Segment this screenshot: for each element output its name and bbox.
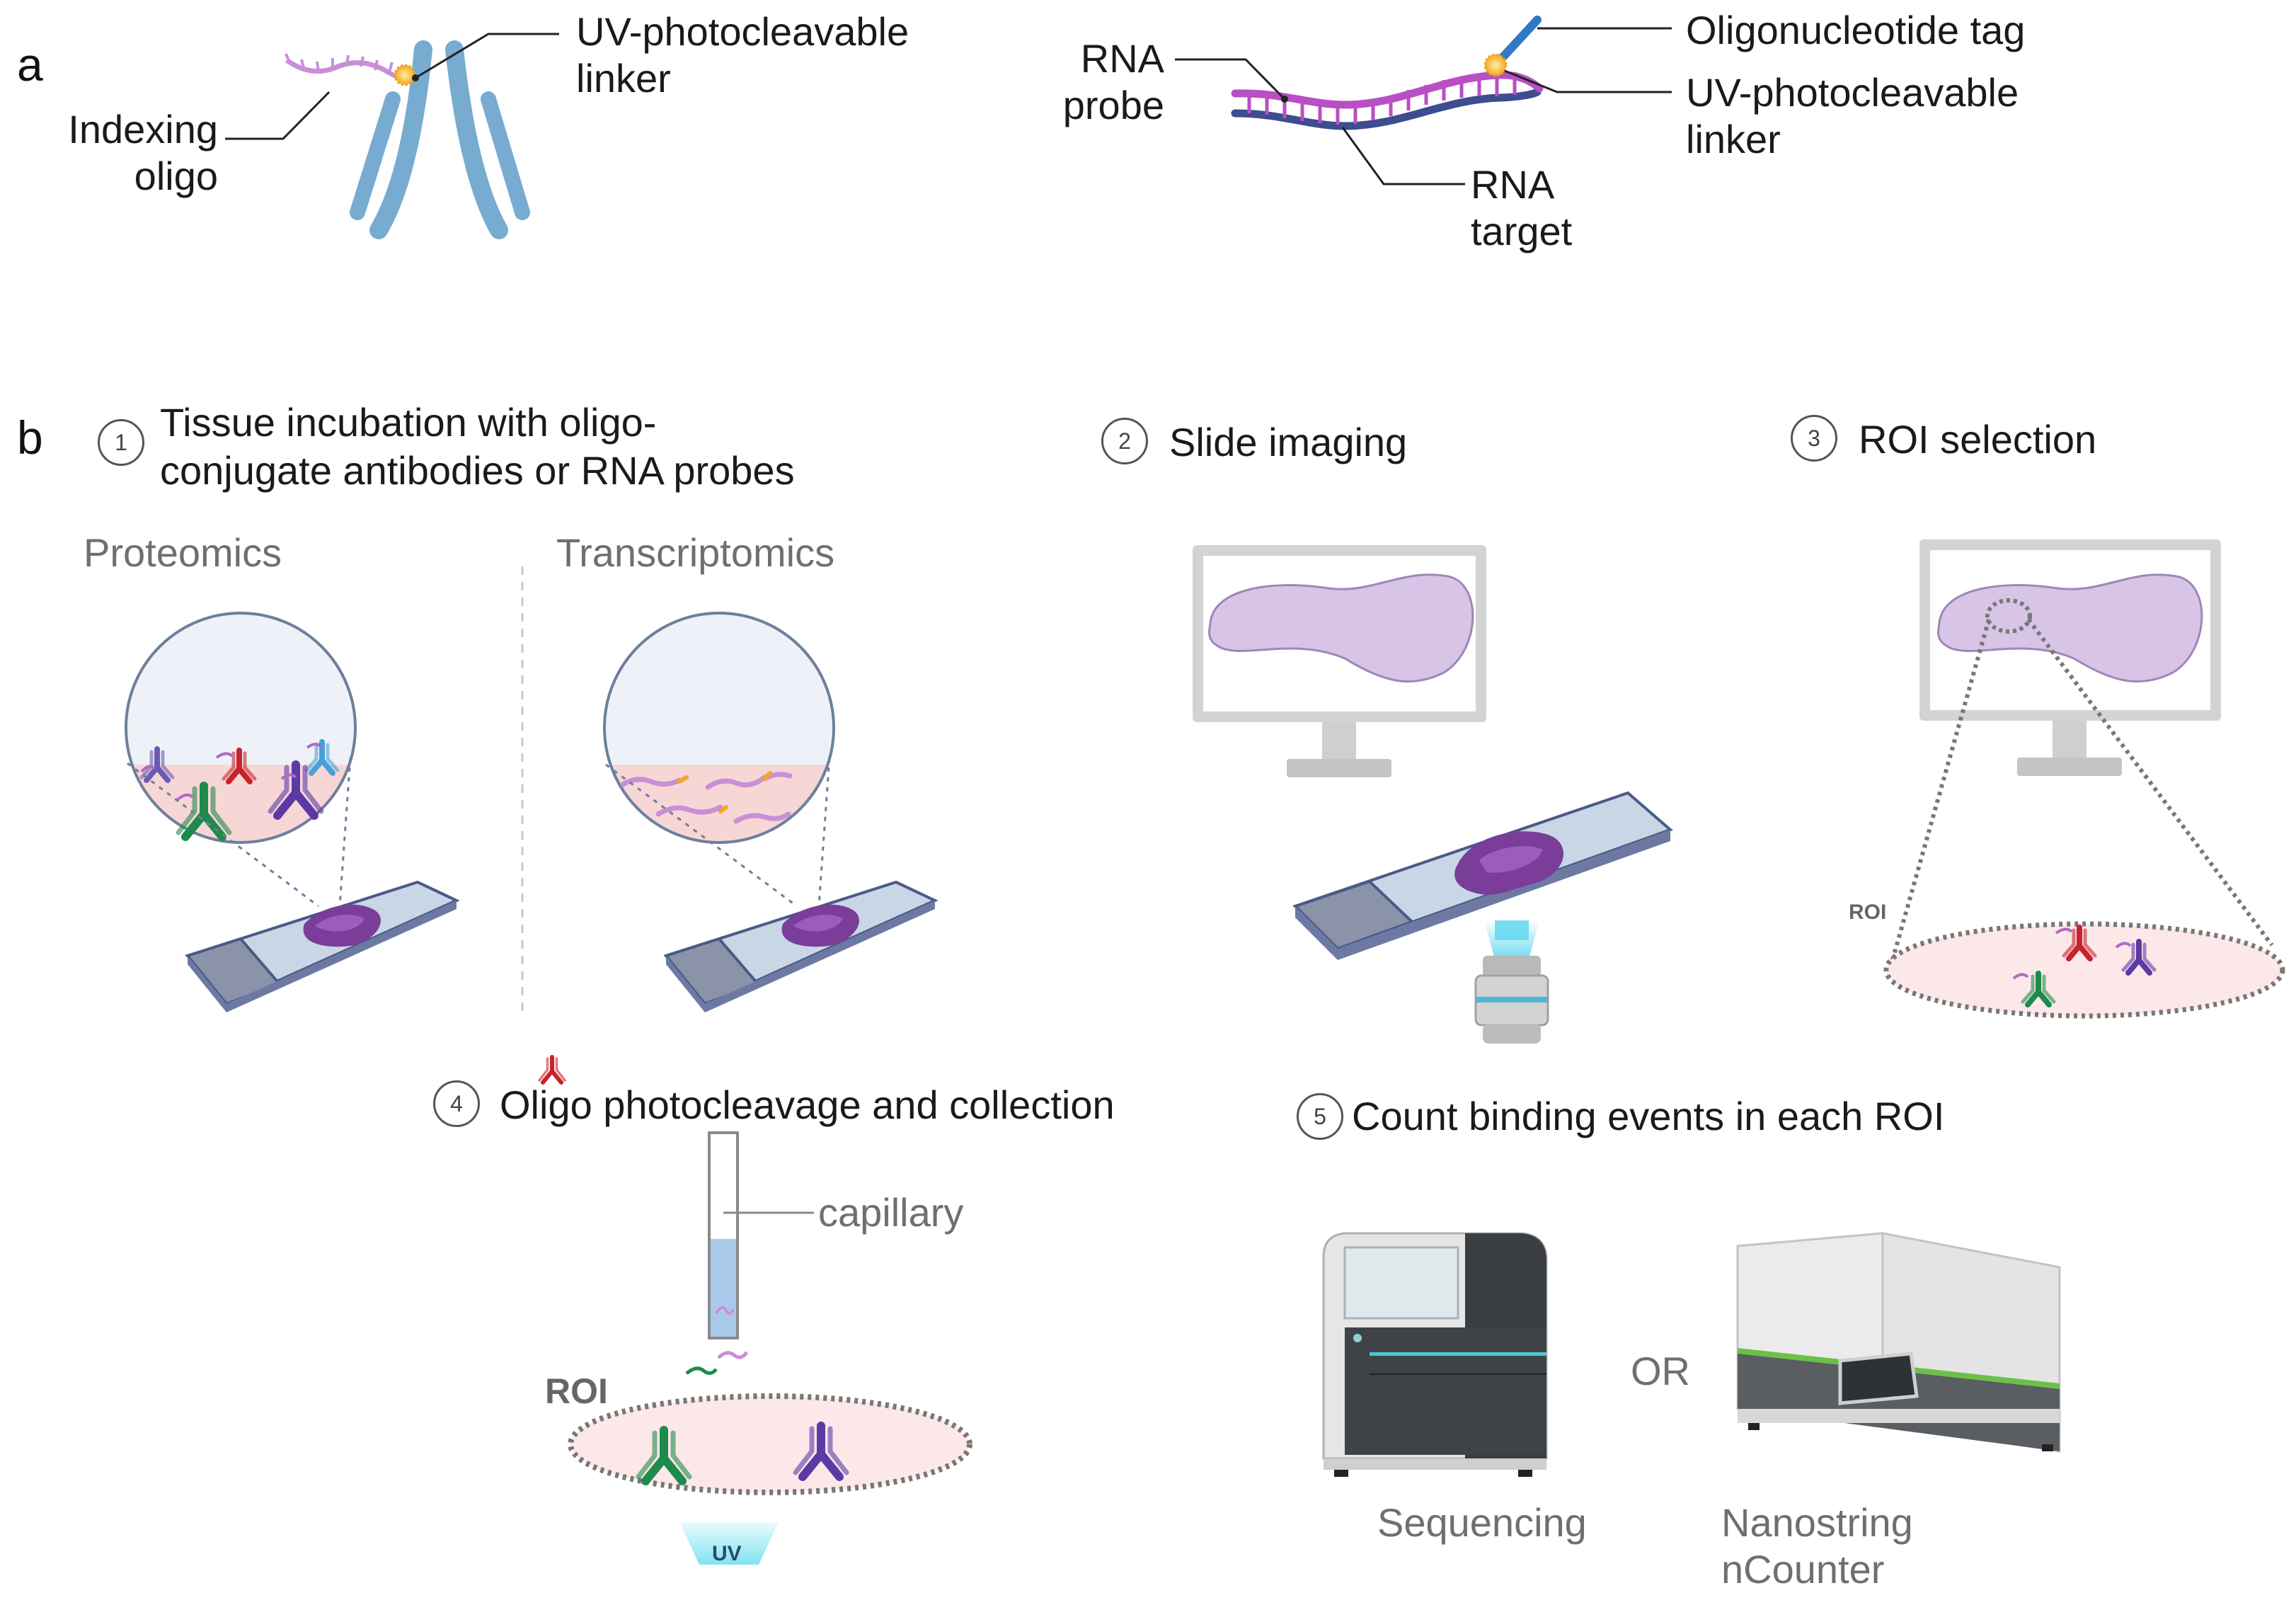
indexing-oligo-icon bbox=[285, 53, 411, 82]
leader-line bbox=[415, 33, 559, 79]
or-label: OR bbox=[1631, 1349, 1690, 1393]
rna-linker-label-line1: UV-photocleavable bbox=[1686, 70, 2019, 115]
roi-ellipse bbox=[568, 1393, 972, 1495]
indexing-oligo-label-line1: Indexing bbox=[68, 107, 218, 152]
antibody-linker-label-line1: UV-photocleavable bbox=[576, 9, 909, 54]
step-title-3: ROI selection bbox=[1859, 417, 2097, 462]
leader-line bbox=[1341, 127, 1465, 185]
uv-label: UV bbox=[712, 1542, 742, 1565]
monitor-icon bbox=[1919, 539, 2221, 776]
rna-target-icon bbox=[1231, 88, 1542, 130]
step-title-5: Count binding events in each ROI bbox=[1352, 1094, 1945, 1138]
released-oligo-icon bbox=[685, 1366, 718, 1375]
uv-linker-icon bbox=[394, 64, 416, 86]
rna-target-label-line2: target bbox=[1471, 209, 1573, 253]
antibody-icon bbox=[350, 40, 530, 239]
microscope-objective-icon bbox=[1474, 920, 1549, 1044]
leader-line bbox=[1504, 69, 1672, 93]
roi-selection-marker bbox=[1985, 598, 2032, 634]
proteomics-label: Proteomics bbox=[84, 530, 282, 575]
slide-icon bbox=[1292, 791, 1673, 960]
step3-roi-label: ROI bbox=[1849, 901, 1887, 924]
slide-icon bbox=[185, 880, 460, 1012]
step4-roi-label: ROI bbox=[545, 1371, 608, 1411]
nanostring-label-line1: Nanostring bbox=[1721, 1500, 1913, 1545]
roi-ellipse bbox=[1883, 921, 2285, 1019]
step-title-2: Slide imaging bbox=[1169, 420, 1408, 464]
transcriptomics-label: Transcriptomics bbox=[556, 530, 835, 575]
rna-probe-label-line2: probe bbox=[1062, 83, 1164, 127]
sequencer-icon bbox=[1322, 1232, 1548, 1477]
uv-linker-icon bbox=[1483, 53, 1508, 77]
step-number-5: 5 bbox=[1297, 1093, 1343, 1140]
panel-label-b: b bbox=[17, 411, 43, 464]
roi-projection-lines bbox=[1888, 618, 2274, 971]
rna-probe-icon bbox=[1231, 71, 1544, 125]
uv-light-icon bbox=[679, 1522, 779, 1565]
proteomics-magnifier bbox=[125, 612, 357, 844]
capillary-label: capillary bbox=[818, 1190, 964, 1235]
slide-icon bbox=[663, 880, 939, 1012]
leader-line bbox=[225, 91, 331, 140]
rna-linker-label-line2: linker bbox=[1686, 117, 1781, 161]
step-title-4: Oligo photocleavage and collection bbox=[500, 1082, 1115, 1127]
indexing-oligo-label-line2: oligo bbox=[134, 154, 218, 198]
step-number-4: 4 bbox=[433, 1080, 480, 1127]
antibody-linker-label-line2: linker bbox=[576, 56, 671, 101]
oligonucleotide-tag-label: Oligonucleotide tag bbox=[1686, 8, 2026, 52]
zoom-lines bbox=[605, 757, 831, 908]
ncounter-icon bbox=[1736, 1232, 2061, 1453]
step-title-1-line1: Tissue incubation with oligo- bbox=[160, 400, 657, 445]
nanostring-label-line2: nCounter bbox=[1721, 1547, 1885, 1592]
sequencing-label: Sequencing bbox=[1377, 1500, 1587, 1545]
released-oligo-icon bbox=[717, 1351, 749, 1359]
rna-probe-label-line1: RNA bbox=[1080, 36, 1164, 81]
transcriptomics-magnifier bbox=[603, 612, 835, 844]
monitor-icon bbox=[1193, 545, 1486, 777]
step-number-3: 3 bbox=[1791, 415, 1837, 462]
capillary-icon bbox=[708, 1131, 739, 1339]
rna-target-label-line1: RNA bbox=[1471, 162, 1555, 207]
panel-label-a: a bbox=[17, 38, 43, 91]
zoom-lines bbox=[127, 757, 352, 908]
leader-line bbox=[1175, 58, 1286, 101]
step-number-2: 2 bbox=[1101, 418, 1148, 464]
step-number-1: 1 bbox=[98, 419, 144, 466]
antibody-icon bbox=[2012, 927, 2154, 1005]
step-title-1-line2: conjugate antibodies or RNA probes bbox=[160, 448, 795, 493]
